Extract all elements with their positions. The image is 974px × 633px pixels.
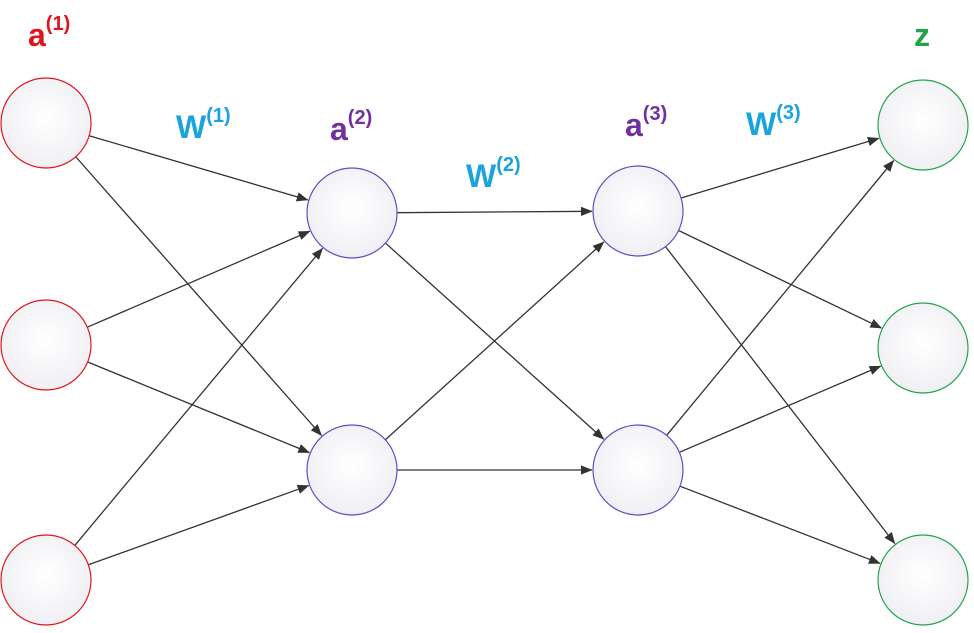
output-node-2 xyxy=(877,302,969,394)
output-node-3 xyxy=(877,534,969,626)
weight3-label: W(3) xyxy=(746,102,801,142)
weight2-label: W(2) xyxy=(466,154,521,194)
edge-l1n2-to-l2n2 xyxy=(87,361,310,454)
nodes-group xyxy=(0,77,969,626)
edge-l3n2-to-l4n3 xyxy=(679,485,881,565)
edge-l3n1-to-l4n3 xyxy=(664,246,896,545)
edge-l2n1-to-l3n1 xyxy=(396,206,593,217)
edge-l3n2-to-l4n2 xyxy=(679,365,882,453)
output-node-1 xyxy=(877,79,969,171)
layer2-label: a(2) xyxy=(330,107,372,147)
edge-l3n1-to-l4n2 xyxy=(678,229,883,329)
layer2-node-1 xyxy=(306,167,398,259)
edges-group xyxy=(74,135,896,566)
layer3-node-2 xyxy=(592,424,684,516)
edge-l1n3-to-l2n2 xyxy=(88,484,310,566)
layer3-label: a(3) xyxy=(625,103,667,143)
edge-l1n3-to-l2n1 xyxy=(74,247,324,546)
edge-l1n1-to-l2n1 xyxy=(88,135,309,202)
layer2-node-2 xyxy=(306,424,398,516)
edge-l1n2-to-l2n1 xyxy=(87,230,311,328)
edge-l3n2-to-l4n1 xyxy=(666,160,895,436)
layer1-node-3 xyxy=(0,534,92,626)
weight1-label: W(1) xyxy=(176,105,231,145)
edge-l2n2-to-l3n1 xyxy=(384,241,605,441)
layer3-node-1 xyxy=(592,165,684,257)
layer1-node-1 xyxy=(0,77,92,169)
layer1-node-2 xyxy=(0,299,92,391)
layer1-label: a(1) xyxy=(28,13,70,53)
output-label: z xyxy=(914,17,930,53)
edge-l1n1-to-l2n2 xyxy=(75,156,323,436)
edge-l3n1-to-l4n1 xyxy=(680,137,880,199)
